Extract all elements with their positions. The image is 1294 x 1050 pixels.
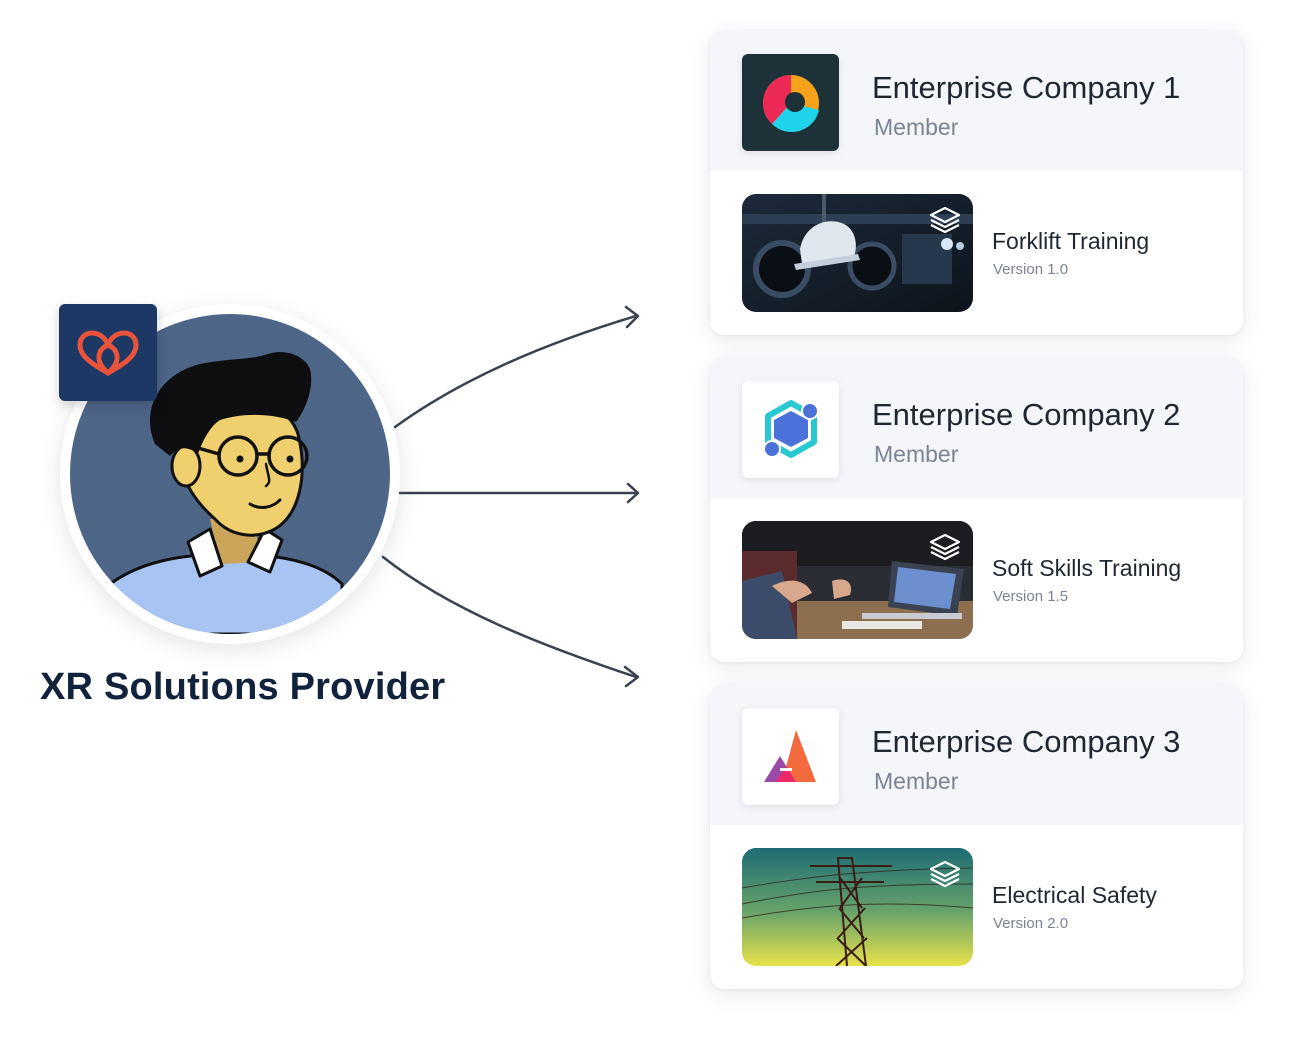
layers-icon xyxy=(929,206,961,234)
company-logo-box xyxy=(742,54,839,151)
arrow-head-1 xyxy=(624,305,640,329)
provider-brand-badge xyxy=(59,304,157,401)
company-role: Member xyxy=(874,114,959,140)
layers-icon xyxy=(929,860,961,888)
layers-icon xyxy=(929,533,961,561)
triangle-peak-logo xyxy=(763,729,816,782)
course-version: Version 2.0 xyxy=(993,915,1069,932)
course-title[interactable]: Forklift Training xyxy=(992,228,1150,254)
provider-section: XR Solutions Provider xyxy=(40,304,446,708)
company-card-3[interactable]: Enterprise Company 3 Member xyxy=(710,684,1243,989)
arrow-head-3 xyxy=(623,665,640,688)
course-thumbnail[interactable] xyxy=(742,848,973,966)
course-title[interactable]: Soft Skills Training xyxy=(992,555,1182,581)
hexagon-molecule-logo xyxy=(762,399,819,458)
arrow-head-2 xyxy=(626,482,640,504)
company-card-1[interactable]: Enterprise Company 1 Member xyxy=(710,30,1243,335)
connection-arrows xyxy=(381,305,640,688)
course-title[interactable]: Electrical Safety xyxy=(992,882,1157,908)
orbit-ring-logo xyxy=(762,74,819,132)
company-card-2[interactable]: Enterprise Company 2 Member Soft Skills … xyxy=(710,357,1243,662)
company-role: Member xyxy=(874,768,959,794)
company-header: Enterprise Company 2 Member xyxy=(710,357,1243,498)
interlocking-hearts-icon xyxy=(77,329,139,375)
company-role: Member xyxy=(874,441,959,467)
provider-title: XR Solutions Provider xyxy=(40,666,446,708)
company-name: Enterprise Company 2 xyxy=(872,397,1181,432)
company-header: Enterprise Company 1 Member xyxy=(710,30,1243,171)
company-logo-box xyxy=(742,381,839,478)
company-name: Enterprise Company 1 xyxy=(872,70,1181,105)
course-thumbnail[interactable] xyxy=(742,521,973,639)
company-name: Enterprise Company 3 xyxy=(872,724,1181,759)
course-thumbnail[interactable] xyxy=(742,194,973,312)
company-logo-box xyxy=(742,708,839,805)
meeting-laptop-photo xyxy=(742,521,973,639)
company-header: Enterprise Company 3 Member xyxy=(710,684,1243,825)
course-version: Version 1.5 xyxy=(993,588,1069,605)
arrow-to-company-1 xyxy=(393,314,638,429)
course-version: Version 1.0 xyxy=(993,261,1069,278)
arrow-to-company-3 xyxy=(381,555,638,679)
